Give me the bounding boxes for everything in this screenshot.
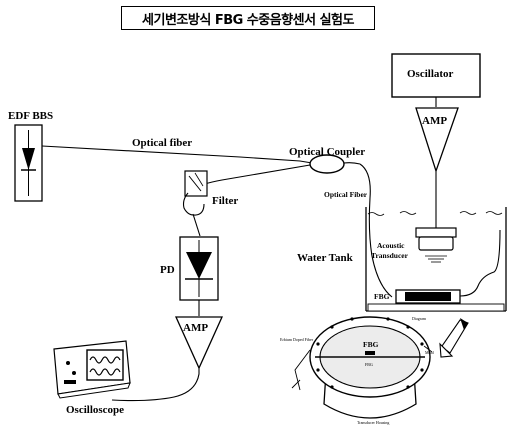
fbg-sensor-detail xyxy=(291,316,433,419)
annotation-left: Erbium Doped Fiber xyxy=(280,337,314,342)
fiber-to-tank xyxy=(359,163,393,298)
water-tank xyxy=(365,207,507,312)
tank-base-plate xyxy=(367,303,505,312)
scope-button xyxy=(64,380,76,384)
amp-right-label: AMP xyxy=(422,115,447,127)
oscilloscope xyxy=(53,340,131,399)
title-box: 세기변조방식 FBG 수중음향센서 실험도 xyxy=(121,6,375,30)
acoustic-label-2: Transducer xyxy=(371,251,409,260)
detail-pointer-arrow xyxy=(439,318,469,358)
optical-fiber-label-2: Optical Fiber xyxy=(324,190,368,199)
scope-knob xyxy=(72,371,76,375)
fbg-small-label: FBG xyxy=(365,362,373,367)
optical-coupler-label: Optical Coupler xyxy=(289,146,365,158)
optical-coupler xyxy=(189,154,361,191)
photodetector xyxy=(179,236,219,301)
amp-left-label: AMP xyxy=(183,322,208,334)
water-surface xyxy=(367,211,503,216)
diode-icon xyxy=(22,148,35,170)
filter-label: Filter xyxy=(212,195,238,207)
scope-screen xyxy=(86,349,124,381)
annotation-top: Diagram xyxy=(412,316,427,321)
optical-fiber-line xyxy=(41,145,313,164)
scope-knob xyxy=(66,361,70,365)
optical-filter xyxy=(182,170,208,216)
fiber-filter-pd xyxy=(192,213,201,237)
scope-waveform-top xyxy=(89,356,121,364)
cable-amp-scope xyxy=(111,368,200,402)
pd-label: PD xyxy=(160,264,175,276)
scope-waveform-bottom xyxy=(89,368,121,376)
fbg-detail-label: FBG xyxy=(363,340,379,349)
water-tank-label: Water Tank xyxy=(297,252,354,264)
edf-bbs-label: EDF BBS xyxy=(8,110,53,122)
oscillator-label: Oscillator xyxy=(407,68,454,80)
edf-bbs-source xyxy=(14,124,43,202)
amplifier-left xyxy=(174,316,224,370)
fbg-sensor-tank xyxy=(395,229,501,304)
photodiode-icon xyxy=(186,252,212,279)
diagram-title: 세기변조방식 FBG 수중음향센서 실험도 xyxy=(142,13,354,28)
annotation-right: Mold xyxy=(425,350,434,355)
optical-fiber-label: Optical fiber xyxy=(132,137,192,149)
oscilloscope-label: Oscilloscope xyxy=(66,404,124,416)
annotation-bottom: Transducer Housing xyxy=(357,420,389,425)
acoustic-transducer xyxy=(415,227,457,263)
amplifier-right xyxy=(415,107,459,174)
fbg-tank-label: FBG xyxy=(374,292,390,301)
acoustic-label-1: Acoustic xyxy=(377,241,405,250)
